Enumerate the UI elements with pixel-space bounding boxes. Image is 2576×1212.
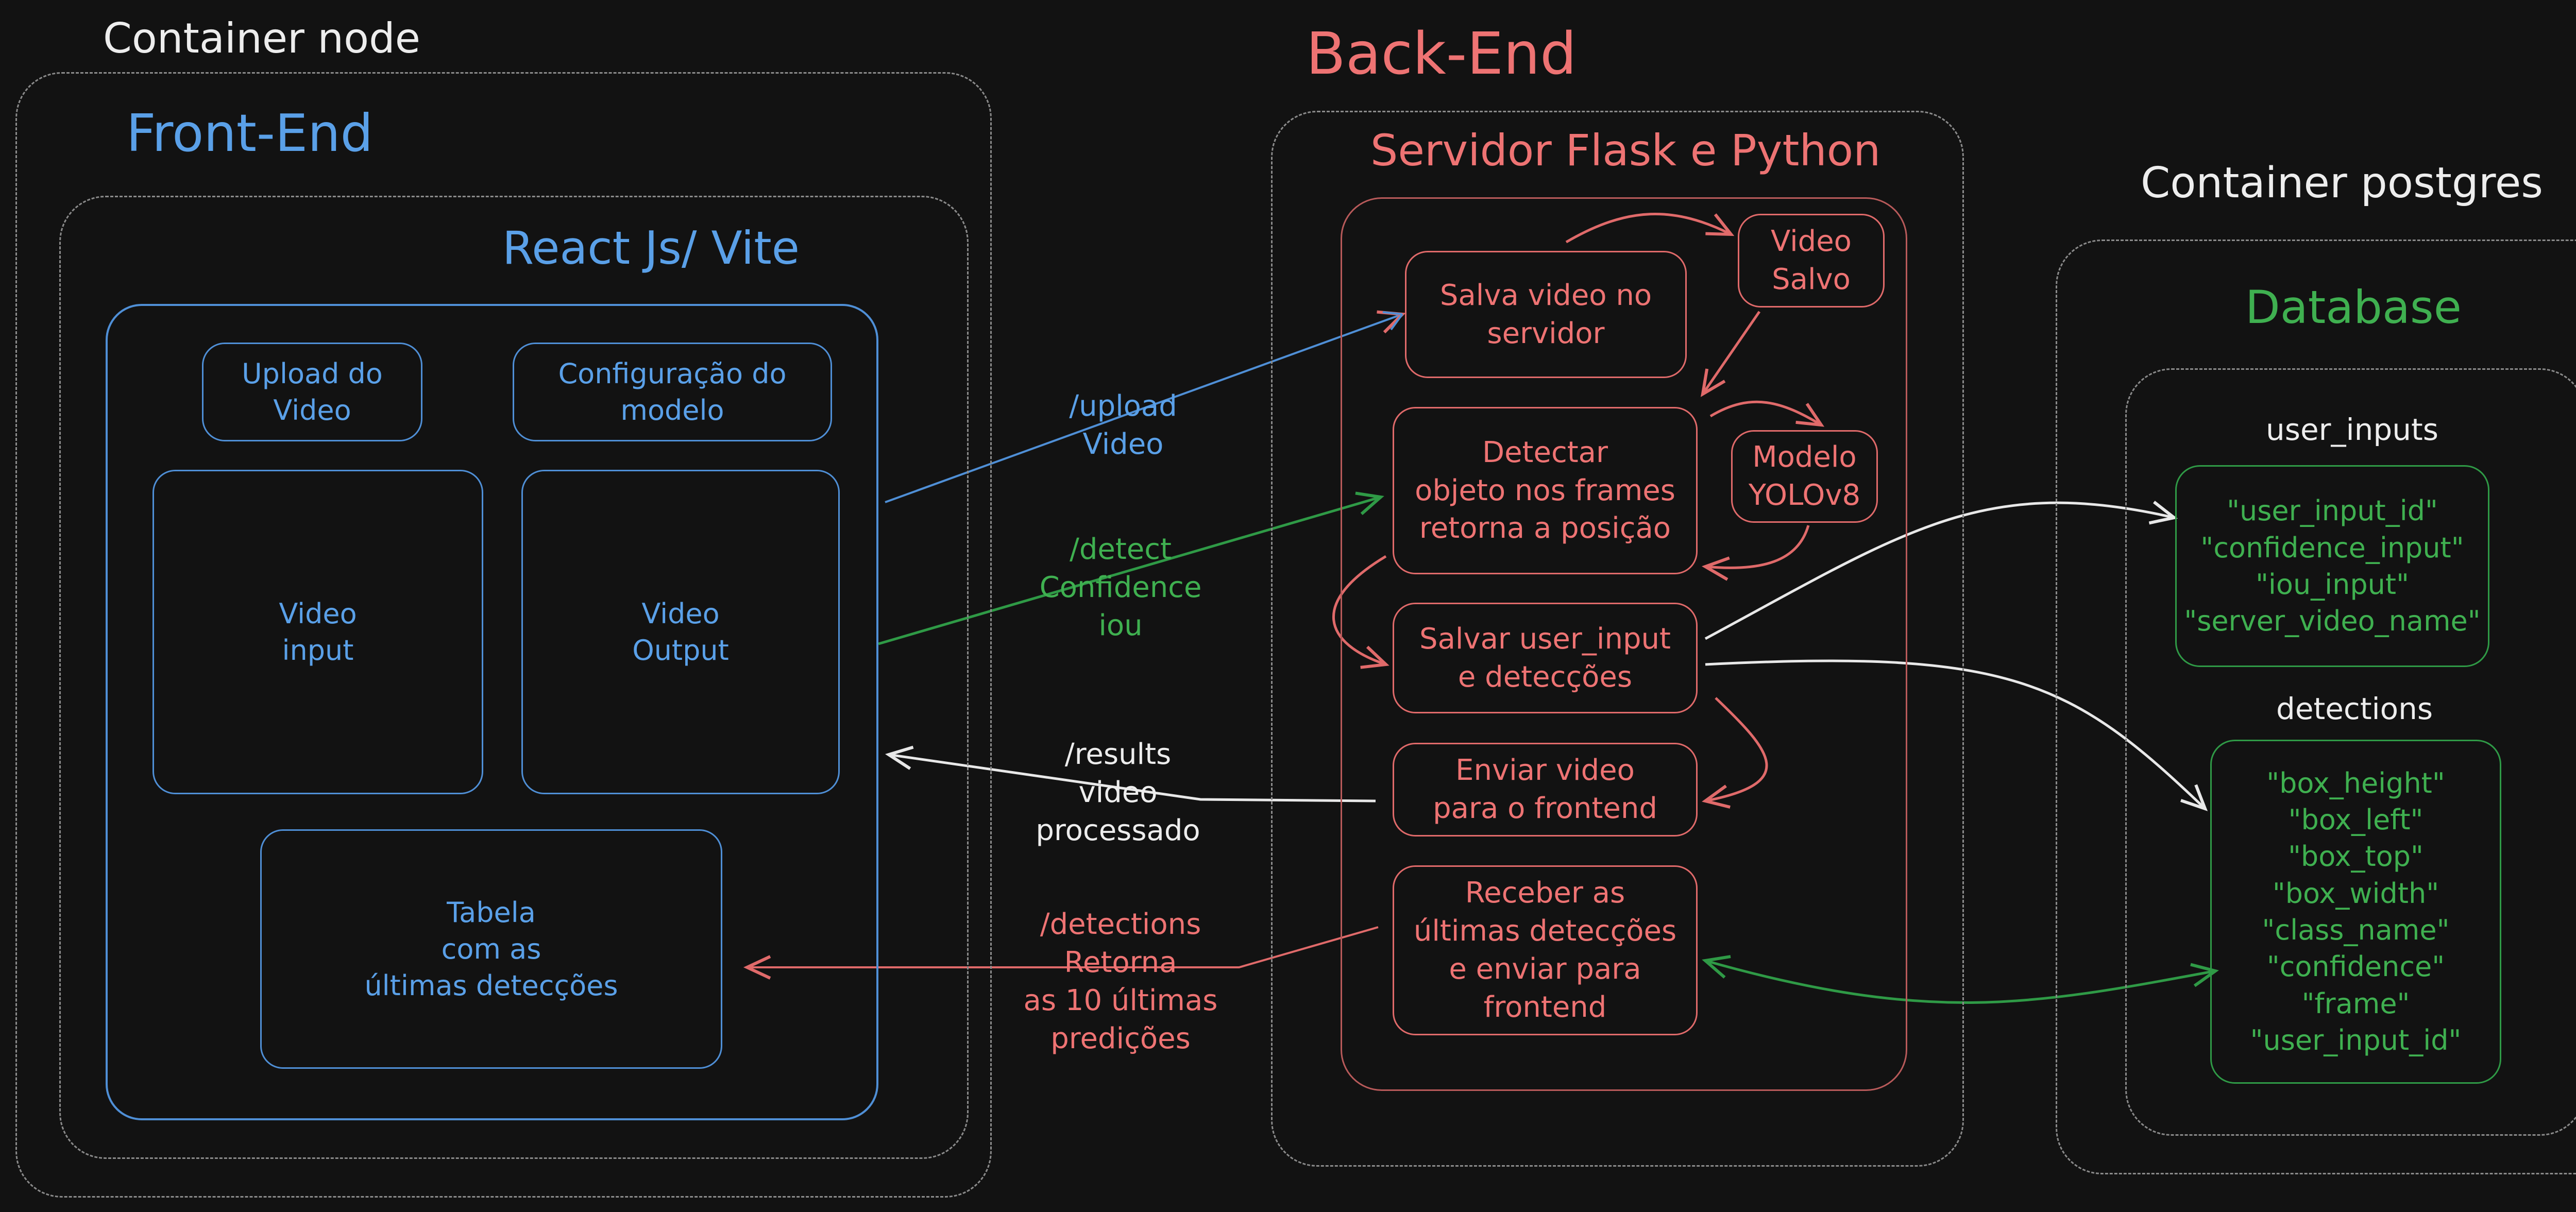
detect-arrow [878,491,1384,645]
model-config-card[interactable]: Configuração do modelo [513,343,832,441]
user-inputs-table-name: user_inputs [2266,412,2438,447]
detect-to-save-arrow [1332,555,1389,669]
detections-arrow [743,926,1379,980]
model-to-detect-arrow [1701,525,1810,581]
save-to-send-arrow [1702,697,1768,809]
receive-detections-step[interactable]: Receber as últimas detecções e enviar pa… [1393,865,1698,1035]
save-to-saved-arrow [1565,212,1735,244]
detections-fields: "box_height" "box_left" "box_top" "box_w… [2210,740,2501,1084]
detect-endpoint-label: /detect Confidence iou [1039,533,1202,642]
postgres-container [2056,240,2576,1174]
frontend-title: Front-End [126,103,374,163]
database-container [2125,368,2576,1136]
node-container [15,72,992,1198]
react-app-frame [106,304,878,1120]
detections-endpoint-label: /detections Retorna as 10 últimas prediç… [1023,908,1218,1055]
detect-to-model-arrow [1709,400,1825,427]
upload-endpoint-label: /upload Video [1069,389,1177,461]
save-inputs-step[interactable]: Salvar user_input e detecções [1393,603,1698,713]
video-output-panel[interactable]: Video Output [521,470,840,794]
video-input-panel[interactable]: Video input [152,470,483,794]
video-saved-step[interactable]: Video Salvo [1738,214,1885,308]
to-user-inputs-arrow [1704,501,2178,640]
to-detections-arrow [1705,659,2208,811]
react-title: React Js/ Vite [502,221,800,275]
saved-to-detect-arrow [1700,311,1761,397]
backend-title: Back-End [1306,21,1577,88]
results-endpoint-label: /results video processado [1036,738,1200,847]
detections-table-name: detections [2276,691,2433,726]
react-container [59,196,969,1159]
backend-container [1271,111,1964,1167]
postgres-container-title: Container postgres [2141,159,2544,208]
upload-arrow [885,310,1406,503]
database-title: Database [2245,281,2462,334]
detections-read-arrow [1702,955,2219,1004]
server-frame [1341,197,1907,1091]
detect-objects-step[interactable]: Detectar objeto nos frames retorna a pos… [1393,407,1698,574]
send-video-step[interactable]: Enviar video para o frontend [1393,743,1698,837]
save-video-step[interactable]: Salva video no servidor [1405,251,1687,378]
user-inputs-fields: "user_input_id" "confidence_input" "iou_… [2175,465,2489,667]
node-container-title: Container node [103,14,421,62]
detections-table[interactable]: Tabela com as últimas detecções [260,829,722,1069]
yolo-model-step[interactable]: Modelo YOLOv8 [1731,430,1878,523]
results-arrow [885,745,1376,803]
server-title: Servidor Flask e Python [1370,125,1881,176]
upload-video-card[interactable]: Upload do Video [202,343,422,441]
